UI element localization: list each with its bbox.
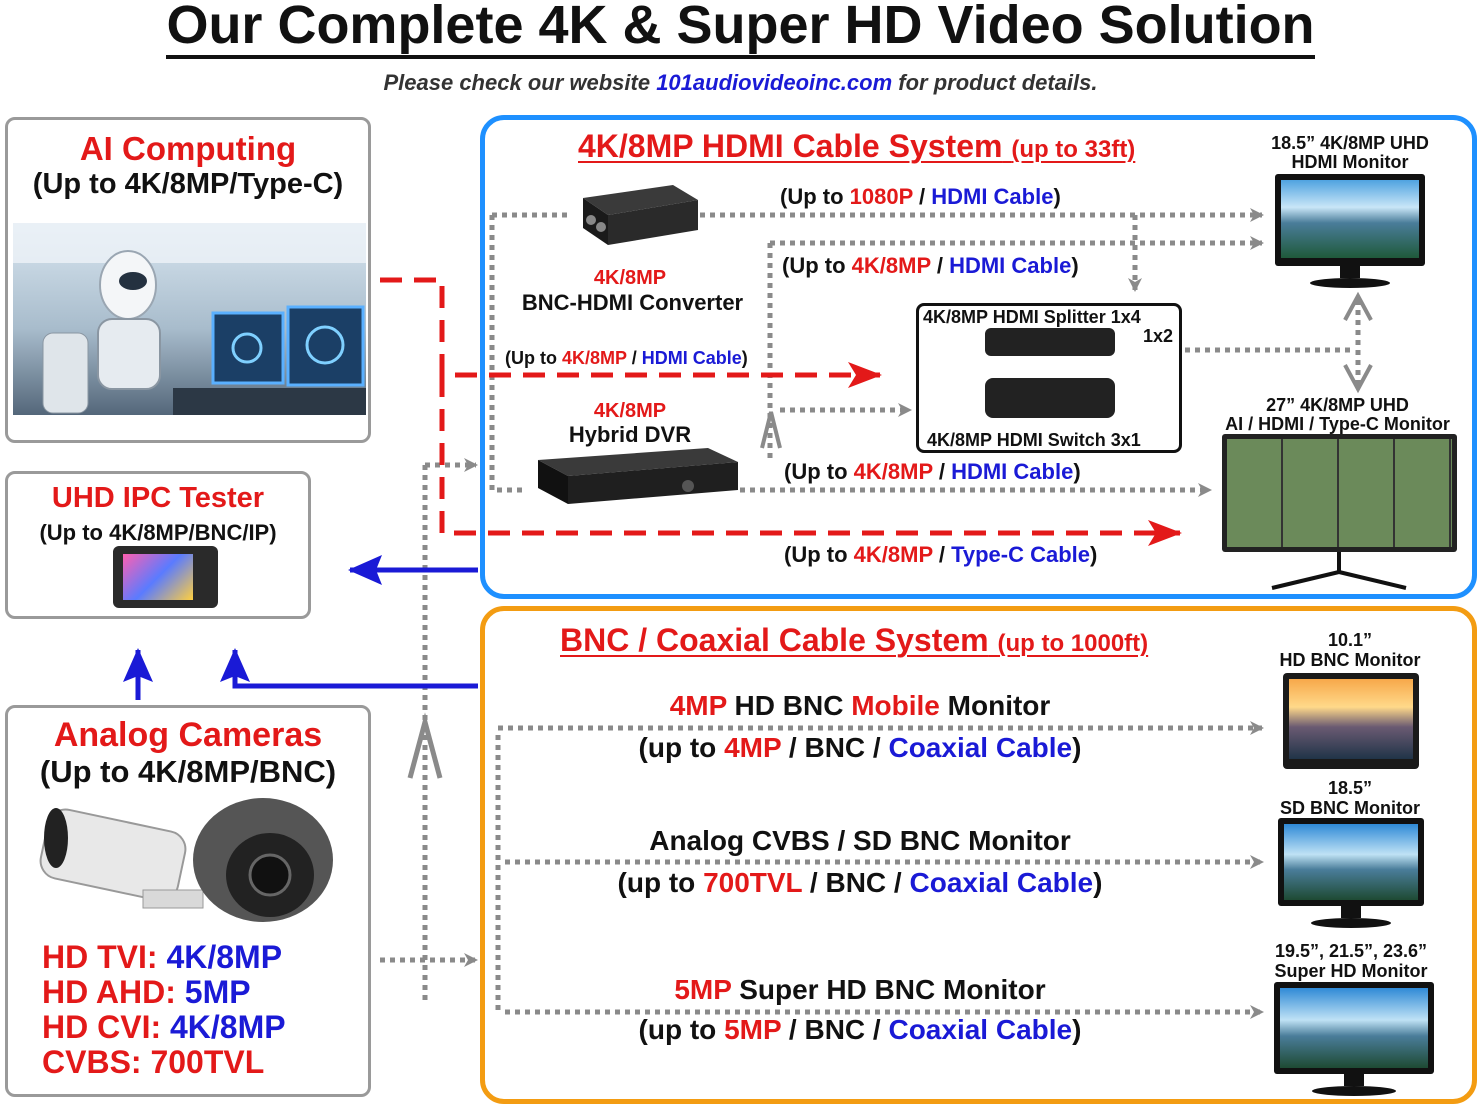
page-subtitle: Please check our website 101audiovideoin… xyxy=(0,70,1481,96)
ai-computing-card: AI Computing (Up to 4K/8MP/Type-C) xyxy=(5,117,371,443)
hdmi-splitter-image xyxy=(985,328,1115,356)
link-label-4k-hdmi-splitter: (Up to 4K/8MP / HDMI Cable) xyxy=(782,253,1079,278)
tester-title: UHD IPC Tester xyxy=(51,482,265,514)
bnc-row-1-title: 4MP HD BNC Mobile Monitor xyxy=(669,690,1051,721)
hdmi-system-panel xyxy=(480,115,1477,599)
ai-card-title: AI Computing xyxy=(79,130,297,167)
link-label-4k-hdmi-dvr: (Up to 4K/8MP / HDMI Cable) xyxy=(784,459,1081,484)
converter-res: 4K/8MP xyxy=(593,267,667,289)
monitor-super-hd-label: 19.5”, 21.5”, 23.6”Super HD Monitor xyxy=(1274,941,1428,981)
splitter-sub: 1x2 xyxy=(1142,326,1173,346)
link-label-4k-hdmi-ai: (Up to 4K/8MP / HDMI Cable) xyxy=(505,348,748,368)
hdmi-system-title: 4K/8MP HDMI Cable System (up to 33ft) xyxy=(578,128,1136,164)
monitor-27-uhd-image xyxy=(1222,434,1457,592)
switch-name: 4K/8MP HDMI Switch 3x1 xyxy=(927,430,1141,450)
converter-name: BNC-HDMI Converter xyxy=(521,290,744,315)
splitter-name: 4K/8MP HDMI Splitter 1x4 xyxy=(923,307,1141,327)
monitor-18-sd-image xyxy=(1278,818,1424,930)
ai-robot-image xyxy=(13,223,366,415)
uhd-ipc-tester-card: UHD IPC Tester (Up to 4K/8MP/BNC/IP) xyxy=(5,471,311,619)
bnc-row-2-title: Analog CVBS / SD BNC Monitor xyxy=(649,825,1071,856)
bnc-system-panel xyxy=(480,606,1477,1104)
tester-device-image xyxy=(113,546,218,608)
bnc-hdmi-converter-image xyxy=(573,180,699,246)
splitter-switch-box: 4K/8MP HDMI Splitter 1x4 1x2 4K/8MP HDMI… xyxy=(916,303,1182,453)
dvr-res: 4K/8MP xyxy=(593,400,667,422)
tester-subtitle: (Up to 4K/8MP/BNC/IP) xyxy=(39,520,277,545)
subtitle-post: for product details. xyxy=(892,70,1098,95)
page-title: Our Complete 4K & Super HD Video Solutio… xyxy=(0,0,1481,59)
spec-ahd: HD AHD: 5MP xyxy=(42,974,251,1010)
cameras-illustration xyxy=(39,798,333,922)
hybrid-dvr-image xyxy=(528,448,740,506)
subtitle-pre: Please check our website xyxy=(383,70,657,95)
tester-screen xyxy=(123,554,193,600)
spec-cvbs: CVBS: 700TVL xyxy=(42,1044,265,1080)
camera-specs: HD TVI: 4K/8MP HD AHD: 5MP HD CVI: 4K/8M… xyxy=(42,940,286,1080)
link-label-4k-typec: (Up to 4K/8MP / Type-C Cable) xyxy=(784,542,1098,567)
cameras-title: Analog Cameras xyxy=(53,716,323,754)
analog-cameras-card: Analog Cameras (Up to 4K/8MP/BNC) HD TVI… xyxy=(5,705,371,1097)
website-link[interactable]: 101audiovideoinc.com xyxy=(656,70,893,95)
cameras-subtitle: (Up to 4K/8MP/BNC) xyxy=(39,754,337,789)
link-label-1080p-hdmi: (Up to 1080P / HDMI Cable) xyxy=(780,184,1061,209)
monitor-10-bnc-label: 10.1”HD BNC Monitor xyxy=(1279,630,1421,670)
monitor-super-hd-image xyxy=(1274,982,1434,1100)
monitor-10-bnc-image xyxy=(1283,673,1419,769)
ai-card-subtitle: (Up to 4K/8MP/Type-C) xyxy=(32,168,344,200)
monitor-18-uhd-image xyxy=(1275,174,1425,294)
bnc-row-1-link: (up to 4MP / BNC / Coaxial Cable) xyxy=(638,732,1082,763)
spec-tvi: HD TVI: 4K/8MP xyxy=(42,939,283,975)
robot-illustration xyxy=(13,223,366,415)
bnc-row-2-link: (up to 700TVL / BNC / Coaxial Cable) xyxy=(617,867,1103,898)
dvr-name: Hybrid DVR xyxy=(568,422,692,447)
bnc-row-3-title: 5MP Super HD BNC Monitor xyxy=(674,974,1046,1005)
hdmi-switch-image xyxy=(985,378,1115,418)
spec-cvi: HD CVI: 4K/8MP xyxy=(42,1009,286,1045)
monitor-18-sd-label: 18.5”SD BNC Monitor xyxy=(1280,778,1420,818)
bnc-system-title: BNC / Coaxial Cable System (up to 1000ft… xyxy=(560,622,1149,658)
bnc-row-3-link: (up to 5MP / BNC / Coaxial Cable) xyxy=(638,1014,1082,1045)
page-title-text: Our Complete 4K & Super HD Video Solutio… xyxy=(166,0,1315,59)
